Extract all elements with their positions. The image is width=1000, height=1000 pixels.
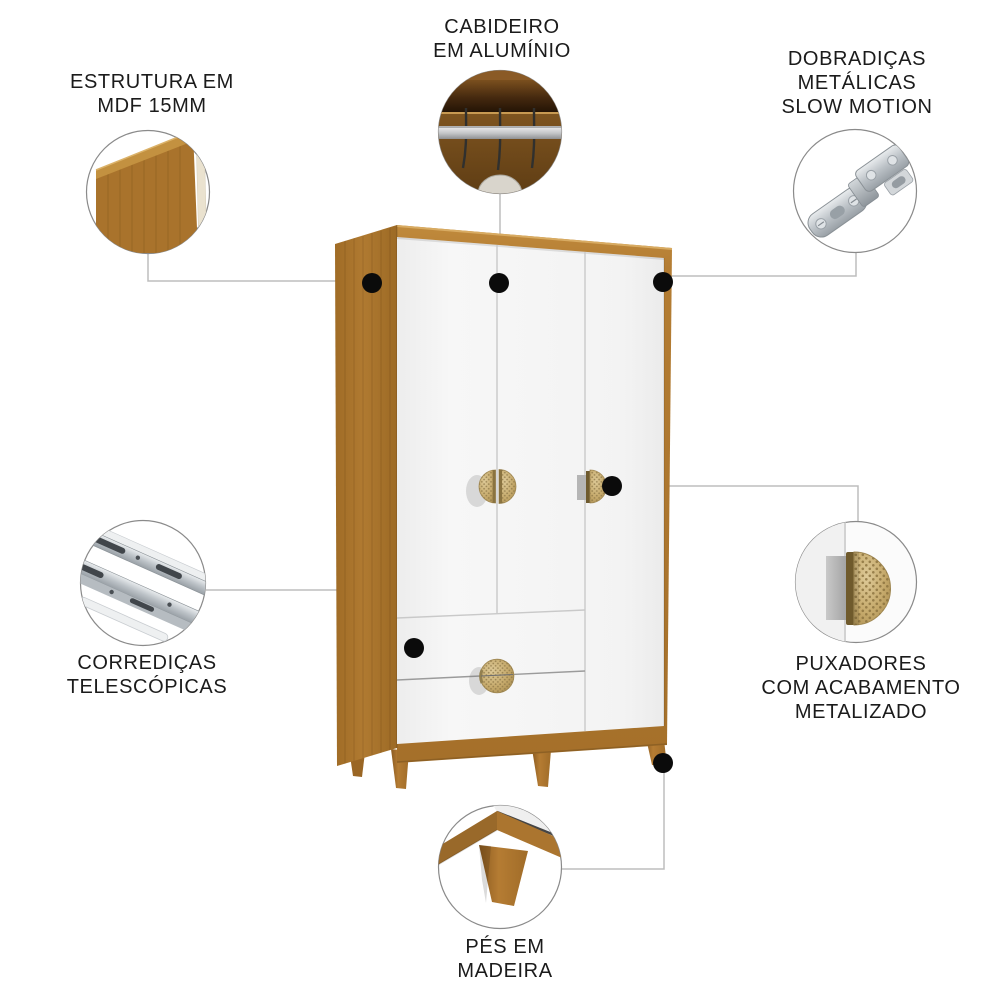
detail-circle-corredicas: [79, 519, 207, 647]
dot-corredicas: [404, 638, 424, 658]
detail-circle-cabideiro: [437, 69, 563, 195]
panel-corner-mark: [203, 130, 210, 138]
telescopic-slides: [80, 520, 206, 642]
label-line: METÁLICAS: [797, 72, 917, 94]
side-panel-grain: [344, 228, 391, 766]
top-shelf-underside: [438, 80, 562, 112]
handle-right-texture: [499, 469, 516, 504]
detail-circle-estrutura: [85, 129, 211, 255]
callout-label-puxadores: PUXADORES COM ACABAMENTO METALIZADO: [761, 652, 960, 724]
label-line: DOBRADIÇAS: [787, 48, 927, 70]
base-bottom-edge: [396, 743, 668, 763]
callout-label-estrutura: ESTRUTURA EM MDF 15MM: [70, 70, 234, 118]
label-line: COM ACABAMENTO: [761, 677, 961, 699]
connector-estrutura: [147, 254, 368, 282]
aluminum-rod: [438, 126, 562, 139]
mdf-edge-band: [195, 130, 208, 254]
dot-dobradicas: [653, 272, 673, 292]
handle-half-texture: [590, 470, 607, 503]
right-door-handle: [577, 469, 607, 504]
marker-dots: [362, 272, 673, 773]
hanger-cap: [477, 174, 523, 194]
callout-label-cabideiro: CABIDEIRO EM ALUMÍNIO: [433, 15, 571, 63]
handle-edge-band: [586, 471, 591, 503]
label-line: MDF 15MM: [97, 95, 207, 117]
wardrobe-side-panel: [335, 225, 397, 766]
mdf-top-bevel: [96, 131, 196, 179]
connector-puxadores: [615, 485, 859, 521]
connector-pes: [562, 766, 665, 870]
label-line: METALIZADO: [794, 701, 928, 723]
label-line: TELESCÓPICAS: [66, 676, 228, 698]
handle-left-edge-band: [492, 470, 496, 503]
callout-label-corredicas: CORREDIÇAS TELESCÓPICAS: [67, 651, 228, 699]
wardrobe-doors-white-area: [397, 237, 664, 744]
handle-mount-shadow: [826, 556, 847, 620]
label-line: ESTRUTURA EM: [70, 71, 234, 93]
door-handle-pair: [466, 469, 517, 507]
dot-cabideiro: [489, 273, 509, 293]
drawer-handle-rim: [479, 669, 484, 684]
big-handle-texture: [854, 552, 891, 625]
label-line: MADEIRA: [457, 960, 553, 982]
dot-estrutura: [362, 273, 382, 293]
metal-hinge: [807, 144, 914, 238]
base-strip: [438, 811, 562, 866]
label-line: SLOW MOTION: [781, 96, 933, 118]
drawer-top-gap: [396, 609, 586, 619]
label-line: PUXADORES: [795, 653, 927, 675]
callout-label-pes: PÉS EM MADEIRA: [457, 935, 552, 983]
dot-puxadores: [602, 476, 622, 496]
connector-dobradicas: [667, 253, 857, 277]
wardrobe: [335, 225, 673, 789]
handle-right-edge-band: [499, 469, 502, 504]
handle-backplate: [577, 475, 586, 500]
label-line: EM ALUMÍNIO: [433, 40, 571, 62]
leg-middle: [532, 749, 551, 787]
dot-pes: [653, 753, 673, 773]
drawer-handle-texture: [480, 659, 514, 693]
top-edge-highlight: [396, 225, 673, 250]
wooden-leg: [479, 845, 528, 906]
detail-circle-puxadores: [794, 520, 918, 644]
label-line: CABIDEIRO: [444, 16, 560, 38]
label-line: PÉS EM: [465, 936, 545, 958]
drawer-handle-groove: [480, 674, 514, 677]
callout-label-dobradicas: DOBRADIÇAS METÁLICAS SLOW MOTION: [781, 47, 932, 119]
detail-circle-dobradicas: [792, 128, 918, 254]
big-handle-edge-band: [846, 552, 855, 625]
label-line: CORREDIÇAS: [77, 652, 217, 674]
handle-left-texture: [479, 470, 496, 503]
drawer-handle: [469, 658, 515, 695]
door-top-shadow: [396, 237, 665, 260]
detail-circle-pes: [437, 804, 563, 930]
